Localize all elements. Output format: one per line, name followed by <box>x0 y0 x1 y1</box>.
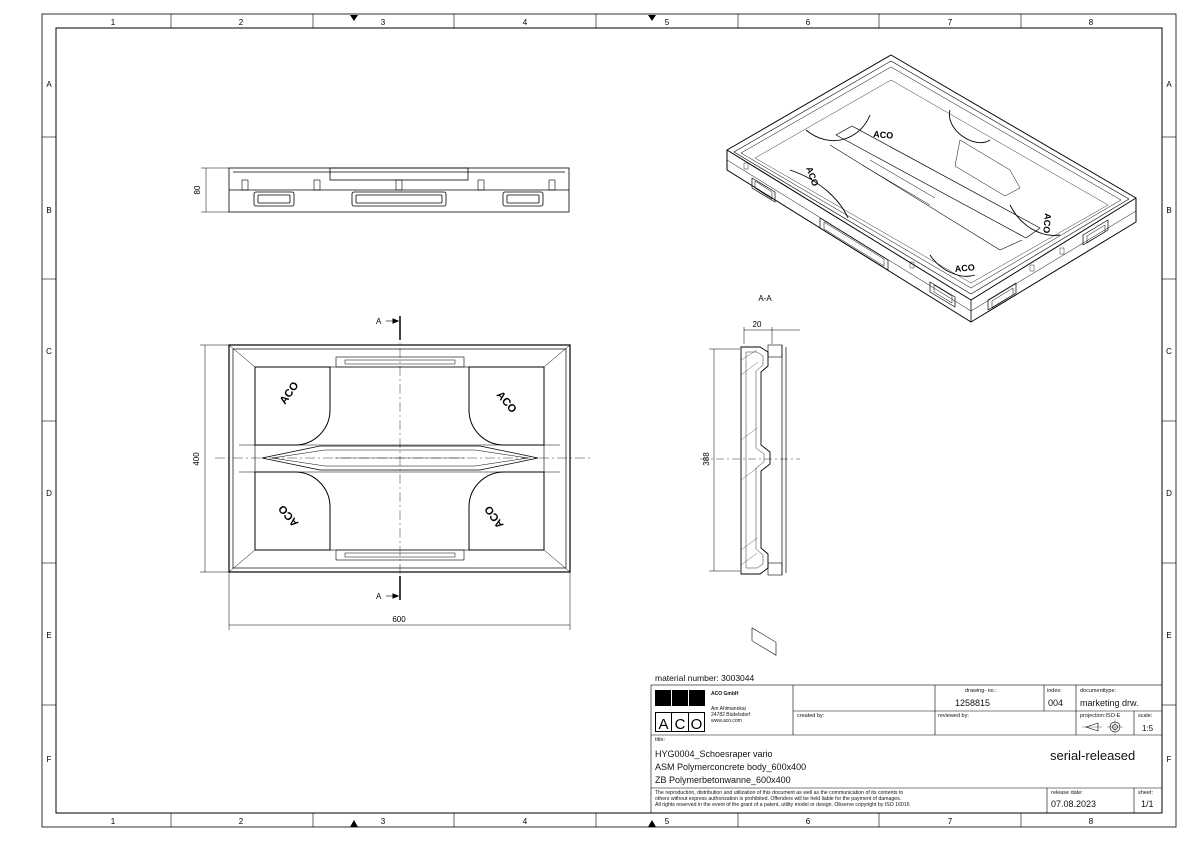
svg-text:ACO: ACO <box>954 262 975 274</box>
svg-text:A: A <box>46 80 52 89</box>
projection-label: projection:ISO-E <box>1080 713 1121 719</box>
svg-text:F: F <box>1167 755 1172 764</box>
section-title: A-A <box>758 294 772 303</box>
svg-text:6: 6 <box>806 18 811 27</box>
svg-text:ACO: ACO <box>804 165 820 187</box>
plan-logos: ACO ACO ACO ACO <box>276 379 519 530</box>
documenttype-label: documenttype: <box>1080 688 1117 694</box>
svg-text:ACO: ACO <box>494 389 519 416</box>
iso-logos: ACO ACO ACO ACO <box>804 129 1053 274</box>
isometric-view <box>726 54 1137 656</box>
status-value: serial-released <box>1050 748 1136 763</box>
svg-text:ACO: ACO <box>276 502 301 529</box>
documenttype-value: marketing drw. <box>1080 698 1139 708</box>
svg-text:O: O <box>691 716 703 733</box>
svg-text:E: E <box>1166 631 1171 640</box>
svg-text:1: 1 <box>111 18 116 27</box>
section-label-bottom: A <box>376 592 382 601</box>
svg-text:ACO: ACO <box>482 503 506 530</box>
svg-text:1: 1 <box>111 817 116 826</box>
drawing-no-label: drawing- no.: <box>965 688 997 694</box>
svg-text:6: 6 <box>806 817 811 826</box>
svg-text:D: D <box>46 489 52 498</box>
svg-text:3: 3 <box>381 817 386 826</box>
svg-text:C: C <box>1166 347 1172 356</box>
svg-text:7: 7 <box>948 817 953 826</box>
projection-symbol-icon <box>1082 719 1123 735</box>
svg-text:ACO: ACO <box>1041 213 1053 234</box>
disclaimer: The reproduction, distribution and utili… <box>655 790 910 808</box>
svg-text:ACO: ACO <box>278 379 302 406</box>
svg-text:C: C <box>675 716 686 733</box>
drawing-title: HYG0004_Schoesraper vario ASM Polymercon… <box>655 749 807 785</box>
svg-text:A: A <box>658 716 668 733</box>
outer-frame <box>41 13 1177 828</box>
svg-text:D: D <box>1166 489 1172 498</box>
svg-text:4: 4 <box>523 18 528 27</box>
center-mark-top-left <box>350 15 358 21</box>
zone-ticks <box>42 14 1176 827</box>
dim-section-height: 388 <box>702 452 711 466</box>
scale-value: 1:5 <box>1142 724 1154 733</box>
center-mark-bottom-left <box>350 820 358 827</box>
company-address: Am Ahlmannkai 24782 Büdelsdorf www.aco.c… <box>711 706 751 724</box>
svg-text:ACO: ACO <box>873 129 894 141</box>
plan-dimensions <box>200 344 571 630</box>
material-number: material number: 3003044 <box>655 673 755 683</box>
svg-text:4: 4 <box>523 817 528 826</box>
svg-text:7: 7 <box>948 18 953 27</box>
drawing-no: 1258815 <box>955 698 991 708</box>
section-label-top: A <box>376 317 382 326</box>
reviewed-by-label: reviewed by: <box>938 713 969 719</box>
svg-text:3: 3 <box>381 18 386 27</box>
title-block-grid <box>650 684 1163 814</box>
center-mark-bottom <box>648 820 656 827</box>
zone-row-labels: A B C D E F A B C D E F <box>46 80 1172 764</box>
scale-label: scale: <box>1138 713 1153 719</box>
svg-text:2: 2 <box>239 18 244 27</box>
plan-centerlines <box>215 330 592 588</box>
plan-view <box>228 344 571 573</box>
release-date-label: release date: <box>1051 790 1083 796</box>
zone-column-labels: 1 2 3 4 5 6 7 8 1 2 3 4 5 6 7 8 <box>111 18 1094 826</box>
release-date: 07.08.2023 <box>1051 799 1097 809</box>
section-view <box>700 327 800 576</box>
svg-text:E: E <box>46 631 51 640</box>
dim-plan-width: 600 <box>392 615 406 624</box>
index-value: 004 <box>1048 698 1064 708</box>
svg-text:A: A <box>1166 80 1172 89</box>
company-name: ACO GmbH <box>711 691 739 697</box>
dim-side-height: 80 <box>193 185 202 194</box>
svg-text:5: 5 <box>665 18 670 27</box>
svg-text:8: 8 <box>1089 18 1094 27</box>
svg-text:C: C <box>46 347 52 356</box>
title-label: title: <box>655 737 666 743</box>
created-by-label: created by: <box>797 713 825 719</box>
section-cut-markers <box>386 316 401 600</box>
side-elevation-view <box>201 167 570 213</box>
aco-logo: A C O <box>655 690 705 733</box>
svg-text:F: F <box>47 755 52 764</box>
svg-text:B: B <box>1166 206 1171 215</box>
index-label: index: <box>1047 688 1062 694</box>
svg-text:B: B <box>46 206 51 215</box>
sheet-value: 1/1 <box>1141 799 1154 809</box>
center-mark-top <box>648 15 656 21</box>
sheet-label: sheet: <box>1138 790 1153 796</box>
svg-text:2: 2 <box>239 817 244 826</box>
dim-plan-height: 400 <box>192 452 201 466</box>
svg-text:8: 8 <box>1089 817 1094 826</box>
svg-text:5: 5 <box>665 817 670 826</box>
dim-section-thickness: 20 <box>753 320 762 329</box>
inner-frame <box>55 27 1163 814</box>
